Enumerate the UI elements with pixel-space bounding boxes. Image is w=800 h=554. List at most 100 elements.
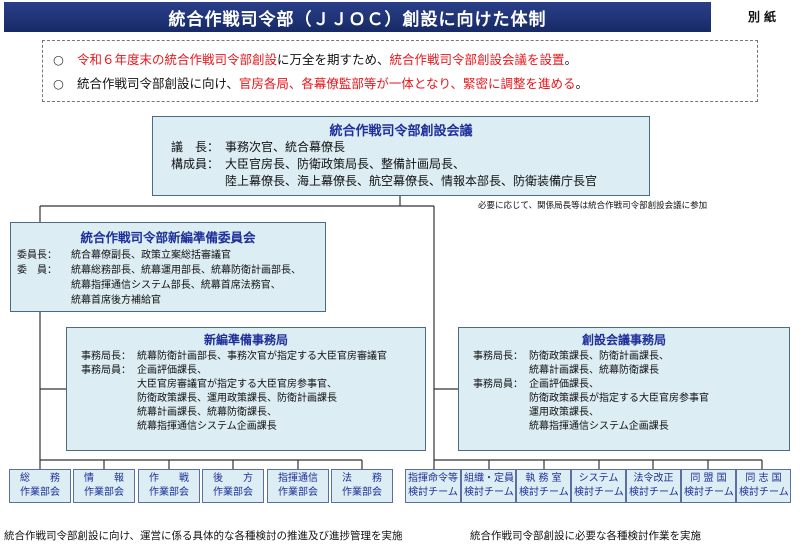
prep-members-label: 委 員： (17, 265, 57, 276)
study-team-line2: 検討チーム (464, 487, 514, 498)
new-office-staff-line: 大臣官房審議官が指定する大臣官房参事官、 (137, 379, 337, 390)
annex-label: 別紙 (748, 10, 781, 24)
council-chair-value: 事務次官、統合幕僚長 (225, 140, 346, 154)
working-group-box: 後 方作業部会 (202, 469, 264, 503)
secretariat-head-line: 防衛政策課長、防衛計画課長、 (529, 351, 669, 362)
council-chair-label: 議 長： (171, 140, 220, 154)
note-line: ○ 統合作戦司令部創設に向け、官房各局、各幕僚監部等が一体となり、緊密に調整を進め… (53, 72, 747, 96)
study-team-box: 組織・定員検討チーム (461, 469, 516, 503)
note-text: 。 (564, 52, 578, 67)
prep-members-row: 委 員： 統幕総務部長、統幕運用部長、統幕防衛計画部長、 (17, 263, 325, 278)
new-office-head-label: 事務局長： (81, 351, 131, 362)
working-group-line2: 作業部会 (149, 487, 189, 498)
emphasis-text: 統合作戦司令部創設会議を設置 (389, 52, 565, 67)
study-team-line2: 検討チーム (684, 487, 734, 498)
council-members-line1: 大臣官房長、防衛政策局長、整備計画局長、 (225, 157, 466, 171)
study-team-line1: システム (578, 473, 619, 484)
secretariat-head-line: 統幕計画課長、統幕防衛課長 (529, 365, 659, 376)
new-office-staff-line: 企画評価課長、 (137, 365, 207, 376)
page-title: 統合作戦司令部（ＪＪＯＣ）創設に向けた体制 (4, 2, 711, 32)
study-team-line2: 検討チーム (574, 487, 624, 498)
bullet-circle: ○ (53, 76, 64, 91)
council-secretariat-box: 創設会議事務局 事務局長： 防衛政策課長、防衛計画課長、 統幕計画課長、統幕防衛… (458, 327, 790, 451)
right-caption: 統合作戦司令部創設に必要な各種検討作業を実施 (470, 530, 701, 542)
new-office-head-value: 統幕防衛計画部長、事務次官が指定する大臣官房審議官 (137, 351, 387, 362)
working-group-box: 指揮通信作業部会 (267, 469, 329, 503)
working-group-box: 情 報作業部会 (73, 469, 135, 503)
working-group-line1: 情 報 (84, 473, 124, 484)
secretariat-head-label: 事務局長： (473, 351, 523, 362)
working-group-line2: 作業部会 (84, 487, 124, 498)
study-team-line1: 執 務 室 (525, 473, 562, 484)
secretariat-head-row: 事務局長： 防衛政策課長、防衛計画課長、 (473, 350, 789, 364)
working-group-line1: 後 方 (213, 473, 253, 484)
new-office-staff-label: 事務局員： (81, 365, 131, 376)
secretariat-staff-line: 防衛政策課長が指定する大臣官房参事官 (529, 393, 709, 404)
secretariat-staff-label: 事務局員： (473, 379, 523, 390)
council-members-line2: 陸上幕僚長、海上幕僚長、航空幕僚長、情報本部長、防衛装備庁長官 (225, 174, 598, 188)
study-team-line1: 同 志 国 (745, 473, 782, 484)
left-caption: 統合作戦司令部創設に向け、運営に係る具体的な各種検討の推進及び進捗管理を実施 (4, 530, 403, 542)
working-group-line2: 作業部会 (342, 487, 382, 498)
emphasis-text: 官房各局、各幕僚監部等が一体となり、緊密に調整を進める (238, 76, 576, 91)
working-group-line1: 作 戦 (149, 473, 189, 484)
working-group-line2: 作業部会 (213, 487, 253, 498)
bullet-circle: ○ (53, 52, 64, 67)
study-team-box: システム検討チーム (571, 469, 626, 503)
secretariat-staff-line: 企画評価課長、 (529, 379, 599, 390)
secretariat-staff-line: 統幕指揮通信システム企画課長 (529, 421, 669, 432)
prep-committee-title: 統合作戦司令部新編準備委員会 (80, 230, 256, 245)
council-chair-row: 議 長： 事務次官、統合幕僚長 (171, 139, 649, 156)
prep-members-line3: 統幕首席後方補給官 (71, 295, 161, 306)
study-team-line1: 指揮命令等 (408, 473, 458, 484)
secretariat-staff-line: 運用政策課長、 (529, 407, 599, 418)
working-group-line1: 指揮通信 (278, 473, 318, 484)
new-office-staff-line: 統幕計画課長、統幕防衛課長、 (137, 407, 277, 418)
council-secretariat-title: 創設会議事務局 (581, 333, 666, 347)
founding-council-title: 統合作戦司令部創設会議 (329, 124, 473, 139)
working-group-box: 法 務作業部会 (331, 469, 393, 503)
study-team-box: 指揮命令等検討チーム (405, 469, 461, 503)
study-team-box: 執 務 室検討チーム (516, 469, 571, 503)
note-text: 統合作戦司令部創設に向け、 (77, 76, 239, 91)
study-team-line1: 法令改正 (633, 473, 674, 484)
new-office-staff-line: 防衛政策課長、運用政策課長、防衛計画課長 (137, 393, 337, 404)
prep-members-line2: 統幕指揮通信システム部長、統幕首席法務官、 (71, 280, 281, 291)
working-group-line2: 作業部会 (20, 487, 60, 498)
new-org-office-box: 新編準備事務局 事務局長： 統幕防衛計画部長、事務次官が指定する大臣官房審議官 … (66, 327, 426, 451)
new-office-head-row: 事務局長： 統幕防衛計画部長、事務次官が指定する大臣官房審議官 (81, 350, 425, 364)
study-team-box: 同 盟 国検討チーム (681, 469, 736, 503)
note-text: に万全を期すため、 (277, 52, 390, 67)
founding-council-box: 統合作戦司令部創設会議 議 長： 事務次官、統合幕僚長 構成員： 大臣官房長、防… (152, 116, 650, 196)
council-members-label: 構成員： (171, 157, 220, 171)
working-group-box: 作 戦作業部会 (138, 469, 200, 503)
study-team-line1: 同 盟 国 (690, 473, 727, 484)
study-team-line2: 検討チーム (519, 487, 569, 498)
working-group-box: 総 務作業部会 (9, 469, 71, 503)
emphasis-text: 令和６年度末の統合作戦司令部創設 (77, 52, 278, 67)
secretariat-staff-row: 事務局員： 企画評価課長、 (473, 378, 789, 392)
study-team-line2: 検討チーム (739, 487, 789, 498)
side-note: 必要に応じて、関係局長等は統合作戦司令部創設会議に参加 (478, 201, 708, 211)
study-team-line2: 検討チーム (629, 487, 679, 498)
new-org-office-title: 新編準備事務局 (203, 333, 288, 347)
working-group-line1: 法 務 (342, 473, 382, 484)
prep-members-line1: 統幕総務部長、統幕運用部長、統幕防衛計画部長、 (71, 265, 301, 276)
note-text: 。 (575, 76, 589, 91)
study-team-box: 法令改正検討チーム (626, 469, 681, 503)
prep-committee-box: 統合作戦司令部新編準備委員会 委員長： 統合幕僚副長、政策立案総括審議官 委 員… (10, 222, 326, 312)
study-team-line1: 組織・定員 (464, 473, 514, 484)
study-team-box: 同 志 国検討チーム (736, 469, 791, 503)
working-group-line2: 作業部会 (278, 487, 318, 498)
prep-chair-value: 統合幕僚副長、政策立案総括審議官 (71, 250, 231, 261)
council-members-row: 構成員： 大臣官房長、防衛政策局長、整備計画局長、 (171, 156, 649, 173)
working-group-line1: 総 務 (20, 473, 60, 484)
prep-chair-row: 委員長： 統合幕僚副長、政策立案総括審議官 (17, 248, 325, 263)
new-office-staff-row: 事務局員： 企画評価課長、 (81, 364, 425, 378)
study-team-line2: 検討チーム (408, 487, 458, 498)
summary-notes: ○ 令和６年度末の統合作戦司令部創設に万全を期すため、統合作戦司令部創設会議を設置… (42, 40, 758, 102)
prep-chair-label: 委員長： (17, 250, 57, 261)
new-office-staff-line: 統幕指揮通信システム企画課長 (137, 421, 277, 432)
note-line: ○ 令和６年度末の統合作戦司令部創設に万全を期すため、統合作戦司令部創設会議を設置… (53, 48, 747, 72)
